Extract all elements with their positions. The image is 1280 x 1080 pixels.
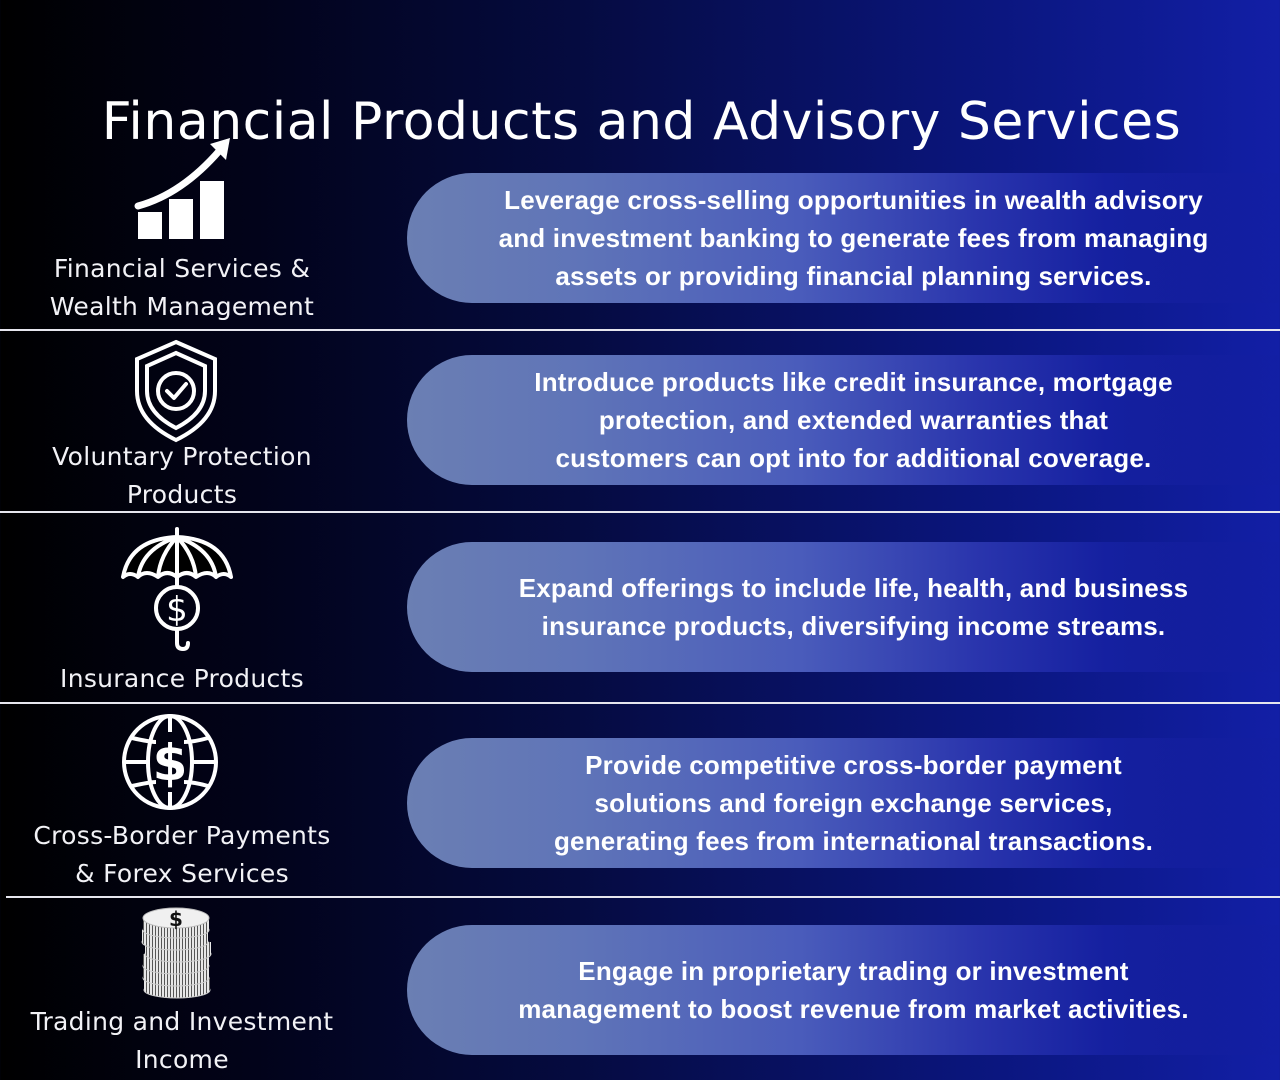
row-label: Financial Services & <box>53 254 311 283</box>
row-label: Voluntary Protection <box>52 442 312 471</box>
row-label: Income <box>135 1045 229 1074</box>
row-divider <box>6 896 1280 898</box>
svg-text:$: $ <box>169 907 183 931</box>
growth-chart-icon <box>134 138 230 239</box>
row-label: Wealth Management <box>49 292 315 321</box>
row-voluntary-protection: Voluntary Protection Products Introduce … <box>0 331 1280 512</box>
description-text: Engage in proprietary trading or investm… <box>518 956 1189 1024</box>
description-pill: Engage in proprietary trading or investm… <box>407 925 1280 1055</box>
description-text: Expand offerings to include life, health… <box>518 573 1189 641</box>
row-divider <box>0 511 1280 513</box>
description-pill: Introduce products like credit insurance… <box>407 355 1280 485</box>
description-pill: Provide competitive cross-border payment… <box>407 738 1280 868</box>
svg-text:$: $ <box>153 734 188 792</box>
shield-check-icon <box>135 339 217 443</box>
row-financial-services: Financial Services & Wealth Management L… <box>0 0 1280 330</box>
row-label: Insurance Products <box>60 664 304 693</box>
svg-text:$: $ <box>166 590 188 630</box>
coin-stack-icon: $ <box>141 907 212 999</box>
row-cross-border-payments: $ Cross-Border Payments & Forex Services… <box>0 704 1280 897</box>
row-label: Products <box>126 480 238 509</box>
row-divider <box>0 702 1280 704</box>
description-pill: Expand offerings to include life, health… <box>407 542 1280 672</box>
description-pill: Leverage cross-selling opportunities in … <box>407 173 1280 303</box>
row-label: Cross-Border Payments <box>33 821 331 850</box>
description-text: Provide competitive cross-border payment… <box>553 750 1154 856</box>
page-title: Financial Products and Advisory Services <box>101 91 1182 152</box>
row-trading-investment: $ Trading and Investment Income Engage i… <box>0 898 1280 1080</box>
row-insurance-products: $ Insurance Products Expand offerings to… <box>0 513 1280 703</box>
description-text: Introduce products like credit insurance… <box>534 367 1173 473</box>
row-label: Trading and Investment <box>30 1007 334 1036</box>
row-label: & Forex Services <box>75 859 289 888</box>
globe-dollar-icon: $ <box>122 714 218 810</box>
umbrella-dollar-icon: $ <box>121 527 233 651</box>
description-text: Leverage cross-selling opportunities in … <box>498 185 1209 291</box>
row-divider <box>0 329 1280 331</box>
